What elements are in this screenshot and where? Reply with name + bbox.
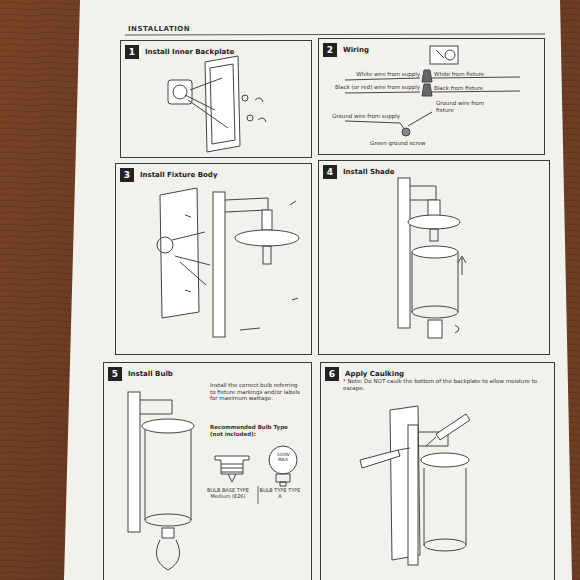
drawing-stroke (242, 95, 248, 101)
annotation: * Note: Do NOT caulk the bottom of the b… (343, 378, 543, 391)
step-number: 3 (120, 168, 134, 182)
drawing-stroke (157, 237, 173, 253)
drawing-stroke (436, 414, 470, 440)
annotation: 100W MAX (272, 452, 294, 463)
step-number: 1 (125, 45, 139, 59)
step-title: Wiring (343, 44, 369, 56)
step-number: 5 (108, 367, 122, 381)
step-panel: 6Apply Caulking (320, 362, 555, 580)
drawing-stroke (424, 539, 466, 551)
drawing-stroke (215, 456, 249, 474)
drawing-stroke (412, 306, 458, 318)
step-title: Install Bulb (128, 368, 173, 380)
drawing-stroke (430, 229, 438, 241)
title-rule (125, 34, 545, 35)
step-panel: 1 Install Inner Backplate (120, 40, 312, 158)
annotation: Ground wire from supply (318, 113, 400, 120)
drawing-stroke (428, 200, 440, 216)
drawing-stroke (436, 50, 444, 58)
step-panel: 3 Install Fixture Body (115, 163, 312, 355)
drawing-stroke (424, 468, 466, 545)
drawing-stroke (428, 320, 442, 338)
annotation: Install the correct bulb referring to fi… (210, 382, 302, 402)
drawing-stroke (240, 201, 298, 330)
drawing-stroke (430, 46, 458, 64)
step-panel: 4 Install Shade (318, 160, 550, 355)
drawing-stroke (458, 256, 466, 275)
panel6-art (360, 406, 470, 565)
drawing-stroke (213, 192, 225, 337)
drawing-stroke (145, 430, 191, 520)
drawing-stroke (412, 246, 458, 258)
step-panel: 5 Install Bulb (103, 362, 312, 580)
drawing-stroke (408, 425, 418, 565)
step-number: 6 (325, 367, 339, 381)
drawing-stroke (228, 474, 236, 482)
drawing-stroke (422, 84, 432, 96)
step-number: 4 (323, 165, 337, 179)
drawing-stroke (345, 91, 520, 93)
step-title: Install Shade (343, 166, 395, 178)
drawing-stroke (422, 70, 432, 82)
drawing-stroke (145, 514, 191, 526)
drawing-stroke (247, 115, 253, 121)
drawing-stroke (269, 446, 297, 474)
drawing-stroke (172, 232, 210, 285)
annotation: Ground wire from fixture (436, 100, 496, 113)
annotation: White from fixture (434, 71, 514, 78)
step-title: Install Fixture Body (140, 169, 217, 181)
drawing-stroke (408, 215, 460, 229)
drawing-stroke (173, 85, 187, 99)
drawing-stroke (185, 215, 191, 292)
drawing-stroke (142, 419, 194, 433)
drawing-stroke (162, 528, 174, 538)
panel2-art (345, 46, 520, 136)
drawing-stroke (263, 246, 271, 264)
panel3-art (157, 188, 299, 337)
annotation: White wire from supply (330, 71, 420, 78)
drawing-stroke (412, 252, 458, 312)
annotation: Green ground screw (370, 140, 450, 147)
drawing-stroke (402, 128, 410, 136)
annotation: Recommended Bulb Type (not included): (210, 424, 302, 437)
annotation: Black from fixture (434, 85, 514, 92)
drawing-stroke (445, 50, 455, 60)
drawing-stroke (128, 392, 140, 532)
drawing-stroke (398, 178, 410, 328)
drawing-stroke (276, 474, 290, 486)
drawing-stroke (156, 540, 179, 570)
annotation: Black (or red) wire from supply (318, 84, 420, 91)
drawing-stroke (205, 56, 240, 152)
annotation: BULB TYPE TYPE A (258, 487, 302, 499)
drawing-stroke (398, 448, 410, 450)
annotation: BULB BASE TYPE Medium (E26) (203, 487, 253, 499)
drawing-stroke (410, 186, 436, 200)
drawing-stroke (210, 64, 235, 144)
drawing-stroke (221, 464, 243, 472)
panel5-art (128, 392, 297, 570)
panel4-art (398, 178, 466, 338)
drawing-stroke (421, 453, 469, 467)
drawing-stroke (455, 325, 459, 333)
drawing-stroke (258, 486, 259, 504)
panel1-art (168, 56, 266, 152)
drawing-stroke (360, 450, 400, 468)
drawing-stroke (140, 400, 172, 414)
step-title: Install Inner Backplate (145, 46, 234, 58)
drawing-stroke (235, 230, 299, 246)
drawing-stroke (185, 78, 228, 128)
step-panel: 2 Wiring (318, 38, 545, 155)
page-title: INSTALLATION (128, 24, 190, 34)
paper-sheet (64, 0, 572, 580)
drawing-stroke (262, 210, 272, 230)
drawing-stroke (255, 98, 266, 122)
drawing-stroke (426, 437, 436, 446)
drawing-stroke (345, 77, 520, 80)
step-number: 2 (323, 43, 337, 57)
